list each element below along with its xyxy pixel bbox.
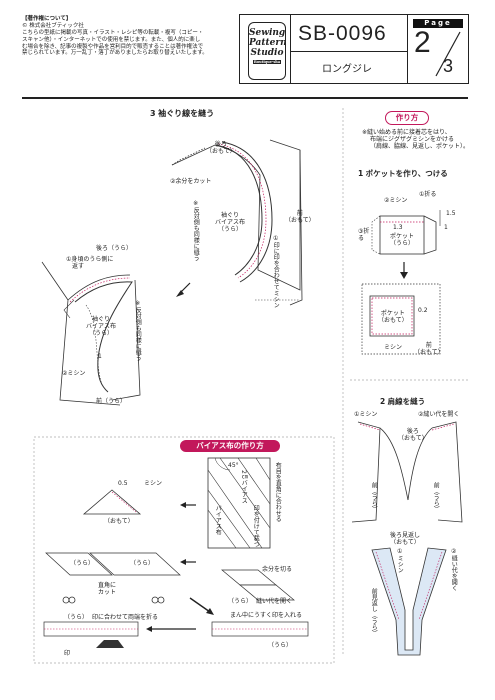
bias-width: 2㎝バイアス <box>240 470 248 504</box>
sec2-facing: 後ろ見返し （おもて） <box>390 532 421 547</box>
sec3-top-front: 前 （おもて） <box>285 210 315 225</box>
copyright-heading: 【著作権について】 <box>22 16 72 22</box>
sec3-bottom-bias: 袖ぐり バイアス布 （うら） <box>86 316 117 338</box>
bias-ura3: （うら） <box>228 598 253 605</box>
copyright-company: © 株式会社ブティック社 <box>22 22 84 29</box>
bias-iron: 印 <box>64 650 71 657</box>
sec1-sew: ②ミシン <box>384 197 408 204</box>
bias-center: まん中にうすく印を入れる <box>230 612 303 619</box>
page-label: Page <box>424 19 452 27</box>
header-bottom-line <box>22 97 468 99</box>
sec2-facing-front: 前見返し（うら） <box>370 588 378 636</box>
sec3-title: 3 袖ぐり線を縫う <box>150 109 215 118</box>
sec2-sew: ①ミシン <box>354 411 378 418</box>
logo: Sewing Pattern Studio Boutique-sha <box>248 22 287 80</box>
bias-cloth: バイアス布 <box>214 505 222 535</box>
sec1-fold3: ③折る <box>358 228 370 243</box>
sec3-top-cut: ②余分をカット <box>170 178 212 185</box>
copyright-line-2: スキャン他）・インターネットでの使用を禁じます。また、個人的に楽し <box>22 36 201 43</box>
bias-sew: ミシン <box>144 480 163 487</box>
sec2-front-left: 前（うら） <box>370 482 378 512</box>
bias-open: 縫い代を開く <box>256 598 293 605</box>
sec3-bottom-fold: ①身頃のうら側に 返す <box>66 256 114 271</box>
logo-line-3: Studio <box>250 48 284 58</box>
header-divider-1 <box>290 14 292 84</box>
pattern-name: ロングジレ <box>322 64 372 75</box>
bias-ura4: （うら） <box>64 614 89 621</box>
logo-line-1: Sewing <box>249 28 286 38</box>
header-divider-3 <box>290 51 407 52</box>
sec2-sew2: ①ミシン <box>396 548 404 573</box>
bias-angle: 45° <box>228 462 239 469</box>
bias-omote: （おもて） <box>104 518 134 525</box>
sec1-m13: 1.3 <box>393 224 403 231</box>
sec3-top-sew: ①印に印を合わせてミシン <box>272 235 280 308</box>
sec2-title: 2 肩線を縫う <box>380 397 426 406</box>
copyright-line-1: こちらの型紙に掲載の写真・イラスト・レシピ等の転載・複写（コピー・ <box>22 29 204 36</box>
bias-title-bar: バイアス布の作り方 <box>180 440 280 452</box>
bias-title: バイアス布の作り方 <box>196 441 264 450</box>
sec3-top-bias: 袖ぐり バイアス布 （うら） <box>215 212 246 234</box>
bias-ura1: （うら） <box>70 560 95 567</box>
bias-diag-cut: 直角に カット <box>98 582 117 597</box>
sec1-m1: 1 <box>444 224 448 231</box>
sec3-top-note: ※反対側も同様に縫う <box>192 200 200 261</box>
bias-ura5: （うら） <box>268 642 293 649</box>
bias-ura2: （うら） <box>130 560 155 567</box>
header-divider-2 <box>407 14 409 84</box>
sec3-bottom-back: 後ろ（うら） <box>96 245 133 252</box>
howto-note: ※縫い始める前に接着芯をはり、 布端にジグザグミシンをかける （肩線、脇線、見返… <box>362 129 470 151</box>
logo-badge: Boutique-sha <box>253 60 281 64</box>
header-box <box>239 14 469 84</box>
howto-title: 作り方 <box>395 113 419 122</box>
bias-fold-label: 印に合わせて両端を折る <box>92 614 159 621</box>
sec3-bottom-front: 前（うら） <box>96 398 127 405</box>
copyright-block: 【著作権について】 © 株式会社ブティック社 こちらの型紙に掲載の写真・イラスト… <box>22 16 234 57</box>
sec1-pocket2: ポケット （おもて） <box>378 310 408 325</box>
sec2-back: 後ろ （おもて） <box>398 428 428 443</box>
sec1-fold: ①折る <box>419 191 437 198</box>
sec1-sew2: ミシン <box>384 344 403 351</box>
bias-m05: 0.5 <box>118 480 128 487</box>
sec1-m02: 0.2 <box>418 307 428 314</box>
copyright-line-4: 禁じられています。万一乱丁・落丁がありましたらお取り替えいたします。 <box>22 50 208 57</box>
bias-grain: 布目を直角に合わせる <box>274 462 282 522</box>
pattern-code: SB-0096 <box>298 22 387 45</box>
sec1-front: 前 （おもて） <box>414 342 444 357</box>
sec3-top-back: 後ろ （おもて） <box>206 141 236 156</box>
sec1-pocket: ポケット （うら） <box>390 233 415 248</box>
bias-cut: 余分を切る <box>262 566 293 573</box>
sec1-m15: 1.5 <box>446 210 456 217</box>
sec3-bottom-note: ※反対側も同様に縫う <box>134 300 142 361</box>
bias-mark: 印を付けて裁つ <box>252 505 260 547</box>
sec2-open: ②縫い代を開く <box>418 411 460 418</box>
logo-line-2: Pattern <box>249 38 287 48</box>
howto-badge: 作り方 <box>385 111 429 125</box>
sec2-open2: ②縫い代を開く <box>450 548 458 591</box>
sec2-front-right: 前（うら） <box>432 482 440 512</box>
copyright-line-3: む場合を除き、記事の複製や作品を営利目的で販売することは著作権法で <box>22 43 204 50</box>
sec3-bottom-sew: ②ミシン <box>62 370 86 377</box>
page-label-bar: Page <box>413 19 463 28</box>
page-total: 3 <box>443 56 454 76</box>
page-number: 2 <box>414 26 431 59</box>
sec1-title: 1 ポケットを作り、つける <box>358 169 448 178</box>
sec3-bottom-num: 1 <box>98 353 102 360</box>
